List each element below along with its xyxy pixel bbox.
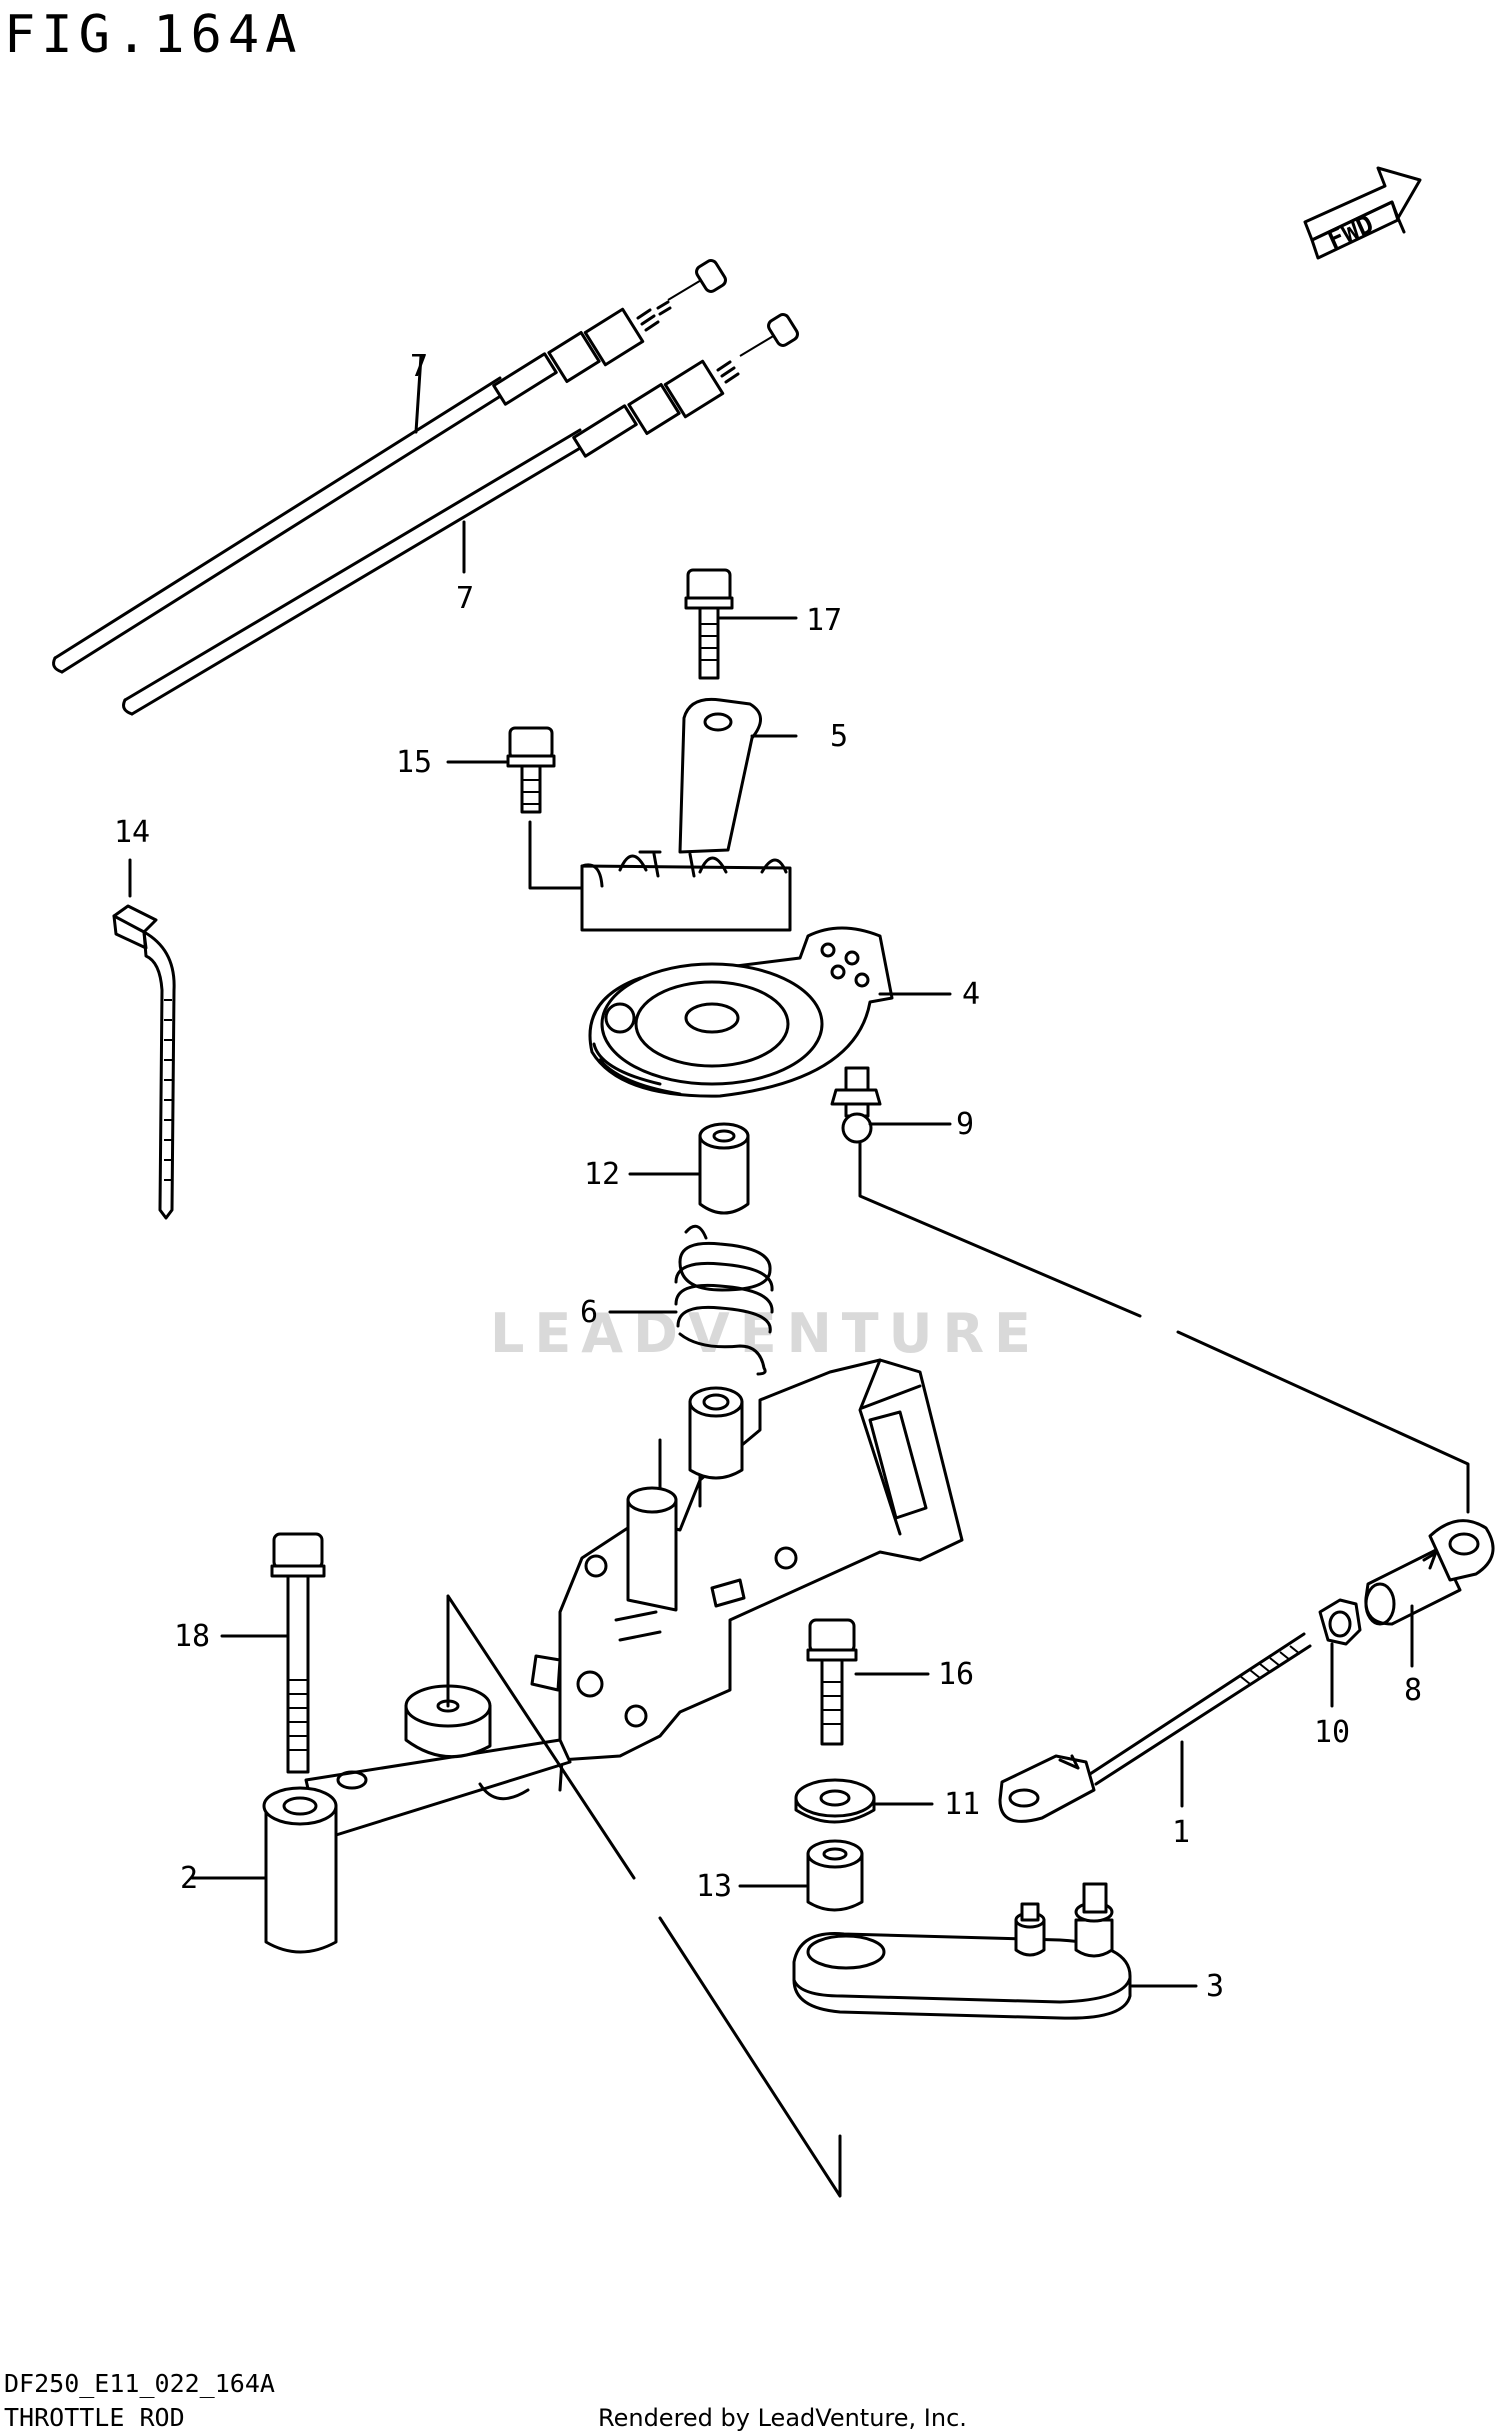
part-nut xyxy=(1318,1598,1362,1646)
part-lever-arm xyxy=(792,1882,1132,2020)
callout-5: 5 xyxy=(830,719,848,754)
callout-7-upper: 7 xyxy=(410,349,428,384)
callout-3: 3 xyxy=(1206,1969,1224,2004)
part-cable-lower xyxy=(122,313,799,716)
callout-7-lower: 7 xyxy=(456,581,474,616)
callout-2: 2 xyxy=(180,1861,198,1896)
diagram-code: DF250_E11_022_164A xyxy=(4,2369,275,2398)
callout-6: 6 xyxy=(580,1295,598,1330)
callout-4: 4 xyxy=(962,977,980,1012)
callout-9: 9 xyxy=(956,1107,974,1142)
part-ball-stud xyxy=(830,1066,882,1144)
part-collar-12 xyxy=(698,1122,750,1215)
callout-1: 1 xyxy=(1172,1815,1190,1850)
callout-14: 14 xyxy=(114,815,150,850)
part-main-bracket xyxy=(530,1358,964,1792)
part-bolt-16 xyxy=(806,1618,858,1746)
part-throttle-lever xyxy=(262,1684,572,1954)
watermark: LEADVENTURE xyxy=(490,1302,1041,1365)
diagram-caption: THROTTLE ROD xyxy=(4,2403,185,2432)
part-throttle-rod xyxy=(998,1632,1312,1823)
callout-13: 13 xyxy=(696,1869,732,1904)
render-credit: Rendered by LeadVenture, Inc. xyxy=(598,2404,967,2432)
callout-17: 17 xyxy=(806,603,842,638)
callout-8: 8 xyxy=(1404,1673,1422,1708)
callout-18: 18 xyxy=(174,1619,210,1654)
part-collar-13 xyxy=(806,1839,864,1912)
part-bolt-18 xyxy=(270,1532,326,1774)
callout-12: 12 xyxy=(584,1157,620,1192)
part-spring xyxy=(674,1224,774,1376)
part-cable-bracket xyxy=(580,697,792,932)
leader-lines xyxy=(128,354,1470,2198)
part-bolt-15 xyxy=(506,726,556,814)
callout-11: 11 xyxy=(944,1787,980,1822)
callout-16: 16 xyxy=(938,1657,974,1692)
part-bolt-17 xyxy=(684,568,734,680)
figure-title: FIG.164A xyxy=(4,5,302,65)
fwd-arrow-icon: FWD xyxy=(1303,166,1422,260)
part-cable-tie xyxy=(112,904,176,1220)
callout-labels: 7 7 17 5 15 14 4 9 12 6 18 16 11 13 3 2 … xyxy=(114,349,1422,2004)
callout-10: 10 xyxy=(1314,1715,1350,1750)
part-washer xyxy=(794,1778,876,1824)
part-cable-upper xyxy=(52,259,727,674)
part-throttle-drum xyxy=(588,926,894,1098)
part-rod-end xyxy=(1364,1519,1495,1626)
callout-15: 15 xyxy=(396,745,432,780)
